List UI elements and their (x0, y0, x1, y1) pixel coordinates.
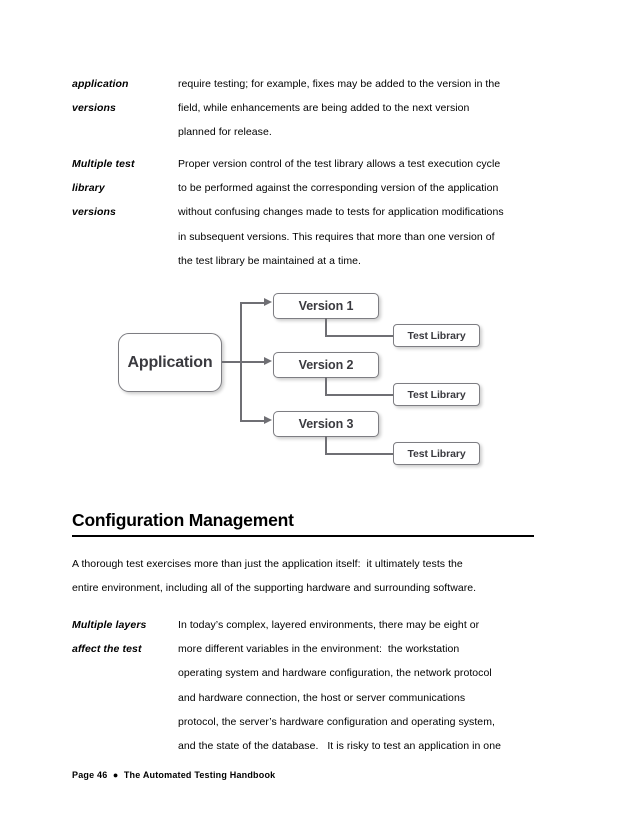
intro-paragraph: A thorough test exercises more than just… (72, 552, 542, 600)
node-label: Version 2 (298, 358, 354, 372)
node-label: Application (127, 353, 213, 371)
term-line: versions (72, 102, 116, 115)
arrowhead-icon (264, 357, 272, 365)
definition-block-multiple-test-library-versions: Multiple test library versions Proper ve… (72, 152, 542, 273)
diagram-node-version-1: Version 1 (273, 293, 379, 319)
term-line: affect the test (72, 643, 142, 656)
definition-block-application-versions: application versions require testing; fo… (72, 72, 542, 145)
node-label: Test Library (407, 388, 466, 401)
connector-version-1-drop (325, 318, 327, 337)
diagram-node-application: Application (118, 333, 222, 392)
body-line: the test library be maintained at a time… (178, 254, 361, 267)
page-title: Configuration Management (72, 510, 294, 530)
definition-block-multiple-layers: Multiple layers affect the test In today… (72, 613, 542, 758)
body-line: more different variables in the environm… (178, 643, 460, 656)
body-line: to be performed against the correspondin… (178, 182, 499, 195)
body-line: and the state of the database. It is ris… (178, 740, 501, 753)
definition-body: In today’s complex, layered environments… (178, 613, 542, 758)
connector-branch-3 (240, 420, 265, 422)
connector-version-3-to-library (325, 453, 394, 455)
body-line: Proper version control of the test libra… (178, 158, 501, 170)
connector-version-1-to-library (325, 335, 394, 337)
node-label: Test Library (407, 329, 466, 342)
connector-application-stem (222, 361, 242, 363)
body-line: In today’s complex, layered environments… (178, 619, 480, 631)
term-line: versions (72, 206, 116, 219)
body-line: in subsequent versions. This requires th… (178, 230, 495, 243)
term-line: Multiple layers (72, 619, 147, 631)
term-line: library (72, 182, 105, 195)
node-label: Version 3 (298, 417, 354, 431)
definition-term: Multiple test library versions (72, 152, 172, 225)
body-line: planned for release. (178, 126, 272, 139)
connector-version-3-drop (325, 436, 327, 455)
connector-branch-2 (240, 361, 265, 363)
definition-term: Multiple layers affect the test (72, 613, 172, 661)
body-line: without confusing changes made to tests … (178, 206, 504, 219)
definition-body: require testing; for example, fixes may … (178, 72, 542, 145)
diagram-node-test-library-3: Test Library (393, 442, 480, 465)
diagram-node-test-library-2: Test Library (393, 383, 480, 406)
body-line: operating system and hardware configurat… (178, 667, 492, 680)
connector-branch-1 (240, 302, 265, 304)
body-line: entire environment, including all of the… (72, 582, 477, 595)
body-line: require testing; for example, fixes may … (178, 78, 501, 90)
heading-divider (72, 535, 534, 537)
definition-term: application versions (72, 72, 172, 120)
node-label: Version 1 (298, 299, 354, 313)
node-label: Test Library (407, 447, 466, 460)
page-footer: Page 46 ● The Automated Testing Handbook (72, 770, 276, 780)
arrowhead-icon (264, 416, 272, 424)
connector-version-2-drop (325, 377, 327, 396)
body-line: protocol, the server’s hardware configur… (178, 715, 495, 728)
term-line: application (72, 78, 129, 90)
diagram-node-version-3: Version 3 (273, 411, 379, 437)
body-line: A thorough test exercises more than just… (72, 558, 463, 570)
diagram-node-test-library-1: Test Library (393, 324, 480, 347)
definition-body: Proper version control of the test libra… (178, 152, 542, 273)
term-line: Multiple test (72, 158, 135, 170)
body-line: field, while enhancements are being adde… (178, 102, 470, 115)
body-line: and hardware connection, the host or ser… (178, 691, 466, 704)
connector-version-2-to-library (325, 394, 394, 396)
diagram-node-version-2: Version 2 (273, 352, 379, 378)
arrowhead-icon (264, 298, 272, 306)
